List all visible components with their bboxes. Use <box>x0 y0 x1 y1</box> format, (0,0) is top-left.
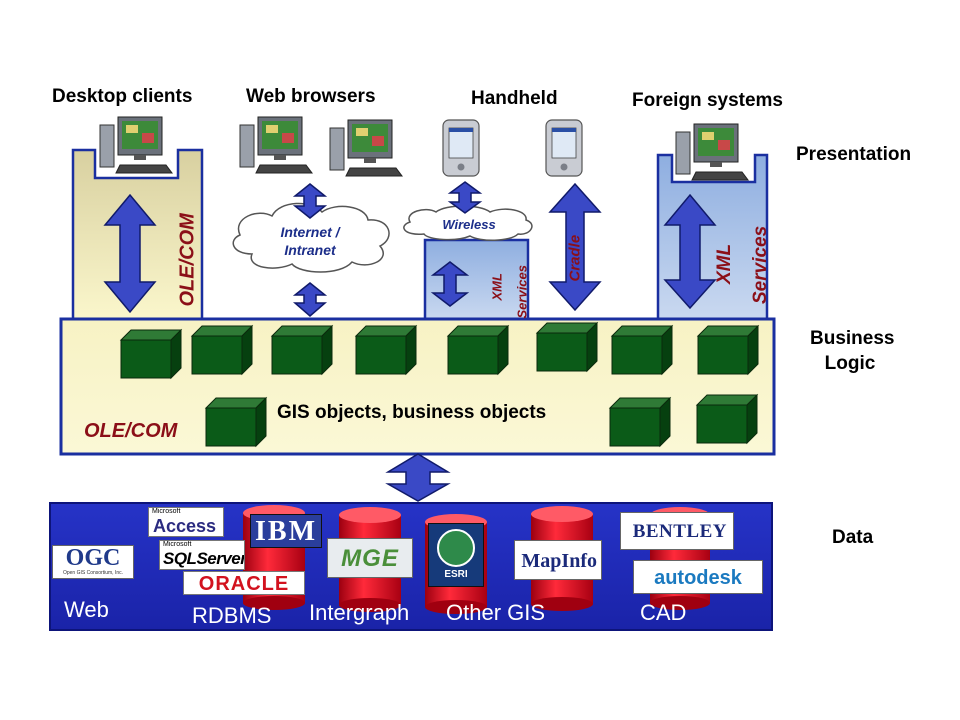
business-objects-label: GIS objects, business objects <box>277 402 547 423</box>
ibm-logo-text: IBM <box>255 516 317 547</box>
data-category-intergraph: Intergraph <box>309 600 410 625</box>
ogc-logo-text: OGC <box>65 545 121 571</box>
business-object-cube <box>695 393 759 445</box>
foreign-arrow <box>663 193 717 310</box>
double-arrows <box>103 181 717 502</box>
wireless-label: Wireless <box>442 217 496 232</box>
esri-logo-text: ESRI <box>444 569 468 580</box>
bentley-logo: BENTLEY <box>620 512 734 550</box>
tier-data-label: Data <box>832 527 874 548</box>
ogc-logo: OGC Open GIS Consortium, Inc. <box>52 545 134 579</box>
xml-small-line1: XML <box>489 273 505 301</box>
xml-services-small-panel <box>423 238 530 322</box>
tier-presentation-label: Presentation <box>796 144 912 165</box>
mge-logo: MGE <box>327 538 413 578</box>
xml-right-line2: Services <box>750 225 771 304</box>
computer-icons <box>99 116 749 181</box>
oracle-logo: ORACLE <box>183 571 305 595</box>
web-arrow-top <box>292 183 328 219</box>
computer-icon <box>99 116 173 174</box>
business-object-cube <box>608 396 672 448</box>
internet-line1: Internet / <box>280 224 340 240</box>
oracle-logo-text: ORACLE <box>198 573 290 595</box>
business-object-cube <box>446 324 510 376</box>
data-category-rdbms: RDBMS <box>192 603 272 628</box>
wireless-cloud <box>403 205 533 241</box>
mapinfo-logo: MapInfo <box>514 540 602 580</box>
business-object-cube <box>119 328 183 380</box>
ogc-logo-subtext: Open GIS Consortium, Inc. <box>62 570 124 576</box>
sql-server-logo: Microsoft SQLServer <box>159 540 245 570</box>
autodesk-logo-text: autodesk <box>654 567 742 589</box>
esri-globe-icon <box>437 529 475 567</box>
web-arrow-bottom <box>292 282 328 317</box>
internet-line2: Intranet <box>284 242 336 258</box>
mge-logo-text: MGE <box>341 545 399 572</box>
data-category-other-gis: Other GIS <box>446 600 546 625</box>
client-handheld-label: Handheld <box>471 88 558 109</box>
pda-icon-2 <box>545 119 583 177</box>
xml-small-line2: Services <box>514 265 530 319</box>
cradle-arrow <box>548 182 602 312</box>
data-arrow <box>385 453 451 502</box>
mapinfo-logo-text: MapInfo <box>521 550 597 572</box>
sql-logo-small: Microsoft <box>163 541 192 548</box>
computer-icon <box>239 116 313 174</box>
computer-icon <box>329 119 403 177</box>
cradle-label: Cradle <box>566 234 584 282</box>
access-logo-text: Access <box>153 516 217 536</box>
business-object-cube <box>535 321 599 373</box>
business-object-cube <box>696 324 760 376</box>
data-category-web: Web <box>64 597 109 622</box>
xml-right-line1: XML <box>714 243 735 284</box>
autodesk-logo: autodesk <box>633 560 763 594</box>
client-foreign-label: Foreign systems <box>632 90 783 111</box>
internet-cloud <box>232 202 390 273</box>
business-object-cube <box>270 324 334 376</box>
business-object-cube <box>354 324 418 376</box>
business-object-cube <box>610 324 674 376</box>
computer-icon <box>675 123 749 181</box>
desktop-arrow <box>103 193 157 314</box>
access-logo-small: Microsoft <box>152 508 181 515</box>
client-desktop-label: Desktop clients <box>52 86 193 107</box>
ibm-logo: IBM <box>250 514 322 548</box>
xml-small-arrow <box>430 261 470 307</box>
client-web-label: Web browsers <box>246 86 376 107</box>
data-category-cad: CAD <box>640 600 687 625</box>
esri-logo: ESRI <box>428 523 484 587</box>
pda-icon-1 <box>442 119 480 177</box>
tier-business-line1: Business <box>810 328 895 349</box>
sql-logo-text: SQLServer <box>163 549 245 568</box>
business-object-cubes <box>119 321 760 448</box>
ole-com-vertical-label: OLE/COM <box>176 213 199 307</box>
business-ole-com-label: OLE/COM <box>84 420 178 442</box>
business-object-cube <box>204 396 268 448</box>
business-object-cube <box>190 324 254 376</box>
access-logo: Microsoft Access <box>148 507 224 537</box>
handheld-arrow-top <box>447 181 483 214</box>
bentley-logo-text: BENTLEY <box>632 521 727 542</box>
tier-business-line2: Logic <box>824 353 876 374</box>
